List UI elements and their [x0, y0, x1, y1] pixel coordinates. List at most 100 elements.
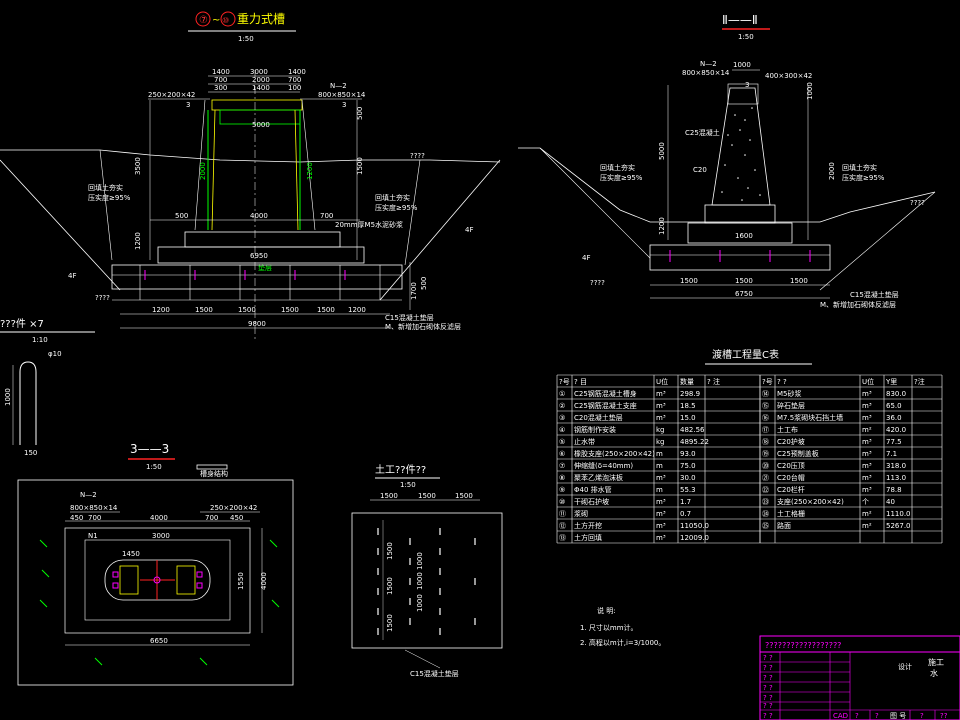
- table-cell: 18.5: [680, 402, 696, 410]
- table-cell: 支座(250×200×42): [777, 497, 844, 506]
- view2-concrete-label: C25混凝土: [685, 128, 720, 137]
- table-cell: 420.0: [886, 426, 906, 434]
- table-cell: ⑤: [559, 438, 565, 446]
- view1-label-right-a: N—2: [330, 82, 347, 90]
- table-cell: 75.0: [680, 462, 696, 470]
- view2-vert-dim-0: 1000: [806, 82, 814, 100]
- table-cell: ⑯: [762, 414, 769, 422]
- view3-scale: 1:10: [32, 336, 48, 344]
- view5-dim-center-0: 1000: [416, 552, 424, 570]
- table-cell: ⑧: [559, 474, 565, 482]
- view1-dim-top-1: 3000: [250, 68, 268, 76]
- table-cell: 橡胶支座(250×200×42): [574, 449, 655, 458]
- view2-vert-dim-3: 1200: [658, 217, 666, 235]
- table-cell: 土工格栅: [777, 509, 805, 518]
- table-cell: 土工布: [777, 425, 798, 434]
- table-cell: m³: [656, 402, 666, 410]
- table-cell: C25钢筋混凝土支座: [574, 401, 637, 410]
- table-cell: m³: [656, 414, 666, 422]
- view1-dim-mid-2: 700: [288, 76, 301, 84]
- view3-dim-height: 1000: [4, 388, 12, 406]
- view4-dim-height2: 1550: [237, 572, 245, 590]
- view2-c20-label: C20: [693, 166, 707, 174]
- view4-dim-top-4: 450: [230, 514, 243, 522]
- view1-vert-dim-0: 1500: [356, 157, 364, 175]
- view4-scale: 1:50: [146, 463, 162, 471]
- table-cell: ⑱: [762, 438, 769, 446]
- view2-label-right: 400×300×42: [765, 72, 812, 80]
- table-cell: 浆砌: [574, 509, 588, 518]
- view1-dim-total: 9800: [248, 320, 266, 328]
- view4-dim-top-0: 450: [70, 514, 83, 522]
- view1-dim-top-2: 1400: [288, 68, 306, 76]
- view2-soil-right-a: 回填土夯实: [842, 163, 877, 172]
- titleblock-row-0: ? ?: [763, 654, 773, 662]
- view2-dim-foot-2: 1500: [790, 277, 808, 285]
- titleblock-row-1: ? ?: [763, 664, 773, 672]
- table-cell: ⑰: [762, 426, 769, 434]
- table-cell: 路面: [777, 521, 791, 530]
- view5-layout: 土工??件?? 1:50 1500 1500 1500: [351, 463, 503, 678]
- table-cell: 55.3: [680, 486, 696, 494]
- view1-soil-right-b: 压实度≥95%: [375, 203, 418, 212]
- table-cell: ④: [559, 426, 565, 434]
- table-cell: 78.8: [886, 486, 902, 494]
- view2-scale: 1:50: [738, 33, 754, 41]
- view1-elevation: ⑦ ~ ⑩ 重力式槽 1:50 ???? ???? 4F 4F 回填土夯实 压实…: [0, 11, 501, 340]
- view5-title: 土工??件??: [375, 463, 426, 476]
- view1-title-circle-2: ⑩: [222, 16, 229, 25]
- view1-section-mark-right: 3: [342, 101, 346, 109]
- table-header-right-2: U位: [862, 377, 874, 386]
- table-cell: M5砂浆: [777, 389, 802, 398]
- view2-cap-label: 3: [745, 81, 749, 89]
- view1-title-circle-1: ⑦: [199, 15, 208, 26]
- table-cell: 0.7: [680, 510, 691, 518]
- table-cell: ⑭: [762, 390, 769, 398]
- view1-bottom-note-b: M、新增加石砌体反滤层: [385, 322, 461, 331]
- table-cell: 482.56: [680, 426, 705, 434]
- view1-vert-dim-1: 3500: [134, 157, 142, 175]
- view1-scale: 1:50: [238, 35, 254, 43]
- table-cell: 4895.22: [680, 438, 709, 446]
- view1-level-right: ????: [410, 152, 425, 160]
- titleblock-row-2: ? ?: [763, 674, 773, 682]
- view1-dim-top-0: 1400: [212, 68, 230, 76]
- table-cell: 40: [886, 498, 895, 506]
- view4-label-b: 800×850×14: [70, 504, 118, 512]
- view2-concrete-dots: [721, 107, 761, 201]
- view1-soil-right-a: 回填土夯实: [375, 193, 410, 202]
- view1-note-right: 20mm厚M5水泥砂浆: [335, 220, 403, 229]
- view5-dim-center-1: 1000: [416, 572, 424, 590]
- view1-slope-left: 4F: [68, 272, 76, 280]
- table-cell: m³: [862, 462, 872, 470]
- view5-dim-left-0: 1500: [386, 542, 394, 560]
- table-cell: ㉒: [762, 486, 769, 494]
- view2-dim-top: 1000: [733, 61, 751, 69]
- table-header-right-0: ?号: [762, 378, 773, 386]
- table-cell: C20混凝土垫层: [574, 413, 623, 422]
- table-cell: 聚苯乙烯泡沫板: [574, 473, 623, 482]
- table-cell: C20台帽: [777, 473, 805, 482]
- table-cell: ⑫: [559, 522, 566, 530]
- table-cell: ⑮: [762, 402, 769, 410]
- table-cell: 830.0: [886, 390, 906, 398]
- view1-dim-foot-3: 1500: [281, 306, 299, 314]
- view1-side-dim-left: 2000: [199, 162, 207, 180]
- table-grid: [556, 374, 943, 544]
- titleblock-project-a: 施工: [928, 657, 944, 667]
- view2-vert-dim-1: 5000: [658, 142, 666, 160]
- titleblock-row-4: ? ?: [763, 694, 773, 702]
- table-cell: 钢筋制作安装: [574, 425, 616, 434]
- table-cell: 15.0: [680, 414, 696, 422]
- view1-dim-foot-2: 1500: [238, 306, 256, 314]
- view1-dim-body-0: 500: [175, 212, 188, 220]
- view1-vert-dim-5: 500: [420, 277, 428, 290]
- view2-dim-foot-1: 1500: [735, 277, 753, 285]
- view1-title-text: 重力式槽: [237, 12, 285, 26]
- table-cell: 93.0: [680, 450, 696, 458]
- view1-dim-body-2: 700: [320, 212, 333, 220]
- view5-dim-top-1: 1500: [418, 492, 436, 500]
- table-cell: 30.0: [680, 474, 696, 482]
